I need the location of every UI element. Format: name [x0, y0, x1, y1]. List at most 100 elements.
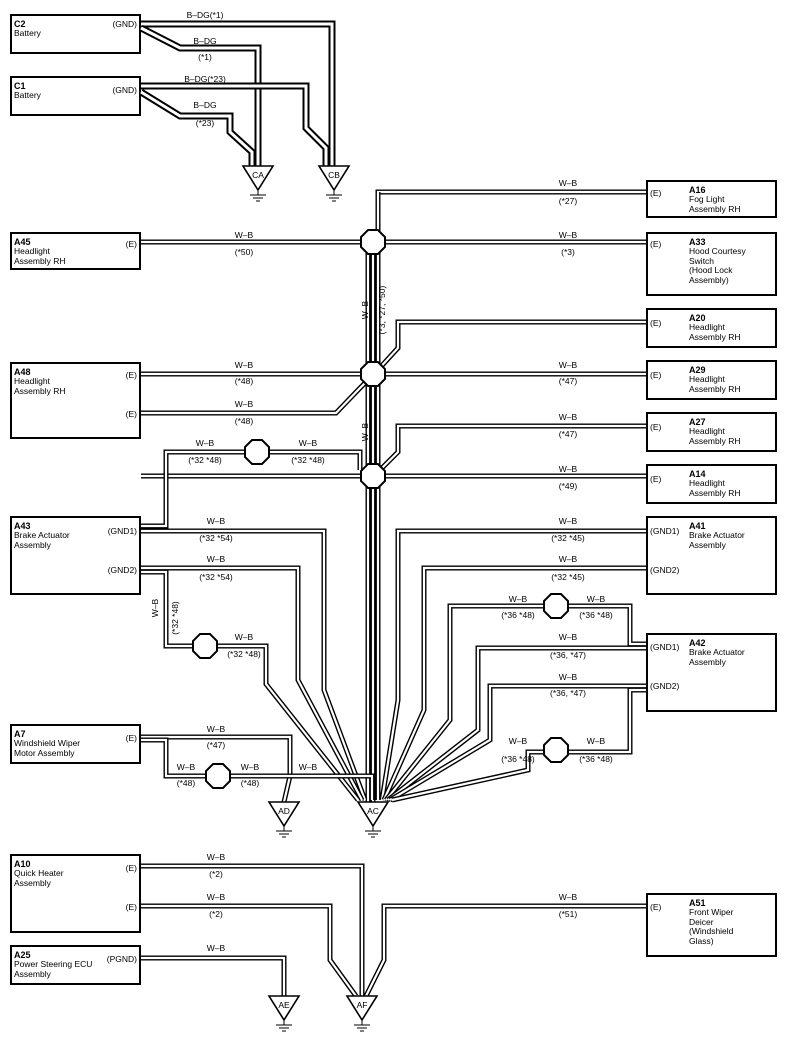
wire-label: (*47) [559, 376, 578, 386]
terminal-label: (E) [650, 902, 662, 912]
component-a51: A51 Front Wiper Deicer (Windshield Glass… [646, 893, 777, 957]
wire-label: W–B [559, 554, 578, 564]
component-a10: A10 Quick Heater Assembly (E) (E) [10, 854, 141, 933]
terminal-label: (E) [125, 902, 137, 912]
junction-connector [360, 463, 386, 489]
wire-label: W–B [235, 230, 254, 240]
wire [141, 565, 365, 802]
wire-label: (*32 *45) [551, 533, 585, 543]
wire-label: (*47) [207, 740, 226, 750]
terminal-label: (E) [125, 863, 137, 873]
component-a48: A48 Headlight Assembly RH (E) (E) [10, 362, 141, 439]
wire [384, 603, 646, 802]
ground-label: AD [278, 806, 290, 816]
wire-label: W–B [207, 892, 226, 902]
terminal-label: (E) [650, 422, 662, 432]
wire-label: W–B [207, 554, 226, 564]
wire-label: W–B [559, 230, 578, 240]
component-name: Quick Heater Assembly [14, 868, 64, 888]
wire-label: (*48) [235, 416, 254, 426]
component-code: A45 [14, 237, 31, 247]
terminal-label: (E) [650, 318, 662, 328]
wire [141, 863, 365, 996]
component-code: C1 [14, 81, 26, 91]
component-name: Headlight Assembly RH [689, 322, 741, 342]
wire-label: W–B [235, 360, 254, 370]
wire [141, 376, 372, 416]
wire [141, 82, 330, 166]
terminal-label: (E) [125, 409, 137, 419]
wire-label: B–DG(*1) [187, 10, 224, 20]
wire-label: (*47) [559, 429, 578, 439]
terminal-label: (GND) [112, 85, 137, 95]
wire-label: (*32 *54) [199, 533, 233, 543]
wire-label: W–B [360, 300, 370, 319]
terminal-label: (GND2) [650, 681, 680, 691]
terminal-label: (E) [125, 370, 137, 380]
component-name: Front Wiper Deicer (Windshield Glass) [689, 907, 734, 946]
terminal-label: (PGND) [106, 954, 137, 964]
wire-label: (*48) [241, 778, 260, 788]
ground-point: CB [317, 165, 351, 202]
wire-label: (*36 *48) [579, 610, 613, 620]
component-name: Brake Actuator Assembly [14, 530, 70, 550]
wire [139, 89, 256, 166]
junction-connector [543, 593, 569, 619]
wire-label: W–B [559, 178, 578, 188]
wire-label: W–B [559, 672, 578, 682]
component-code: A20 [689, 313, 706, 323]
component-name: Hood Courtesy Switch (Hood Lock Assembly… [689, 246, 746, 285]
wire-label: (*36 *48) [579, 754, 613, 764]
terminal-label: (GND1) [107, 526, 137, 536]
ground-point: CA [241, 165, 275, 202]
wire-label: W–B [150, 598, 160, 617]
wire-label: (*32 *45) [551, 572, 585, 582]
component-code: A43 [14, 521, 31, 531]
wire-label: W–B [177, 762, 196, 772]
ground-label: AE [278, 1000, 290, 1010]
component-name: Brake Actuator Assembly [689, 530, 745, 550]
component-a42: A42 Brake Actuator Assembly (GND1) (GND2… [646, 633, 777, 712]
wire-label: W–B [207, 516, 226, 526]
component-name: Headlight Assembly RH [14, 246, 66, 266]
wire-label: (*2) [209, 909, 223, 919]
wire-label: W–B [509, 736, 528, 746]
wire [363, 903, 646, 998]
wire-label: (*3) [561, 247, 575, 257]
wire-label: (*32 *48) [170, 601, 180, 635]
component-a27: A27 Headlight Assembly RH (E) [646, 412, 777, 452]
wire-label: W–B [587, 594, 606, 604]
terminal-label: (E) [650, 474, 662, 484]
component-name: Battery [14, 90, 41, 100]
wire [386, 645, 646, 802]
wire-label: B–DG [193, 100, 216, 110]
junction-connector [244, 439, 270, 465]
wire-label: W–B [559, 632, 578, 642]
component-code: A42 [689, 638, 706, 648]
wire-label: B–DG [193, 36, 216, 46]
component-code: A51 [689, 898, 706, 908]
component-code: A27 [689, 417, 706, 427]
wire-label: (*2) [209, 869, 223, 879]
label-layer: B–DG(*1)B–DG(*1)B–DG(*23)B–DG(*23)W–B(*2… [150, 10, 613, 953]
wire-label: W–B [559, 516, 578, 526]
wire [141, 528, 368, 801]
junction-connector [205, 763, 231, 789]
terminal-label: (GND1) [650, 642, 680, 652]
wire-label: W–B [207, 943, 226, 953]
wire-label: W–B [207, 724, 226, 734]
wire-label: (*48) [177, 778, 196, 788]
wire-label: W–B [207, 852, 226, 862]
terminal-label: (GND2) [650, 565, 680, 575]
wire-layer [139, 20, 646, 998]
component-a43: A43 Brake Actuator Assembly (GND1) (GND2… [10, 516, 141, 595]
terminal-label: (GND1) [650, 526, 680, 536]
wire [141, 903, 359, 998]
wire-label: (*32 *54) [199, 572, 233, 582]
wire [388, 683, 646, 803]
component-code: A14 [689, 469, 706, 479]
component-name: Headlight Assembly RH [689, 478, 741, 498]
wire-label: W–B [299, 438, 318, 448]
